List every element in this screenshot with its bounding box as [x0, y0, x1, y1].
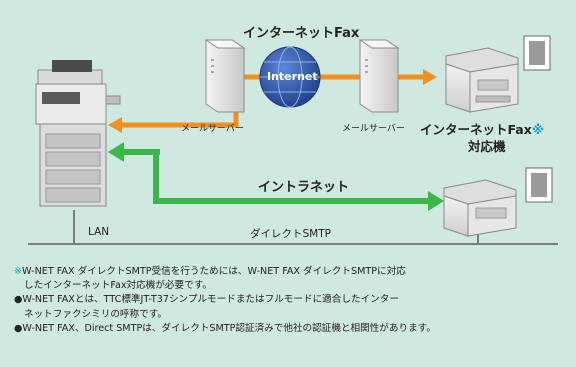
- lan-label: LAN: [88, 226, 110, 238]
- internet-globe-icon: [259, 46, 321, 108]
- note-marker: ※: [14, 266, 23, 277]
- fax-machine-bottom-icon: [443, 179, 517, 237]
- note-text: W-NET FAX ダイレクトSMTP受信を行うためには、W-NET FAX ダ…: [22, 266, 406, 277]
- document-page-bottom-icon: [525, 167, 553, 203]
- mail-server-left-label: メールサーバー: [181, 124, 244, 134]
- fax-machine-top-icon: [445, 47, 519, 113]
- note-2: ●W-NET FAXとは、TTC標準JT-T37シンプルモードまたはフルモードに…: [14, 293, 569, 321]
- mail-server-right-label: メールサーバー: [342, 124, 405, 134]
- compatible-device-label: インターネットFax※: [420, 122, 544, 137]
- direct-smtp-label: ダイレクトSMTP: [250, 228, 331, 240]
- note-text-cont: したインターネットFax対応機が必要です。: [24, 280, 212, 292]
- mfp-printer-icon: [35, 60, 121, 207]
- note-3: ●W-NET FAX、Direct SMTPは、ダイレクトSMTP認証済みで他社…: [14, 322, 569, 336]
- note-text: W-NET FAX、Direct SMTPは、ダイレクトSMTP認証済みで他社の…: [22, 322, 436, 334]
- compatible-device-label-line2: 対応機: [468, 139, 506, 154]
- note-bullet: ●: [14, 294, 23, 306]
- note-bullet: ●: [14, 322, 23, 334]
- note-text-cont: ネットファクシミリの呼称です。: [24, 308, 167, 320]
- intranet-label: イントラネット: [258, 180, 350, 195]
- notes: ※W-NET FAX ダイレクトSMTP受信を行うためには、W-NET FAX …: [14, 265, 569, 336]
- note-text: W-NET FAXとは、TTC標準JT-T37シンプルモードまたはフルモードに適…: [22, 294, 399, 306]
- mail-server-left-icon: [204, 39, 246, 113]
- mail-server-right-icon: [358, 39, 400, 113]
- internet-label: Internet: [267, 70, 318, 83]
- internet-fax-title: インターネットFax: [243, 26, 360, 41]
- document-page-top-icon: [523, 35, 551, 71]
- green-arrow: [108, 142, 444, 211]
- note-1: ※W-NET FAX ダイレクトSMTP受信を行うためには、W-NET FAX …: [14, 265, 569, 293]
